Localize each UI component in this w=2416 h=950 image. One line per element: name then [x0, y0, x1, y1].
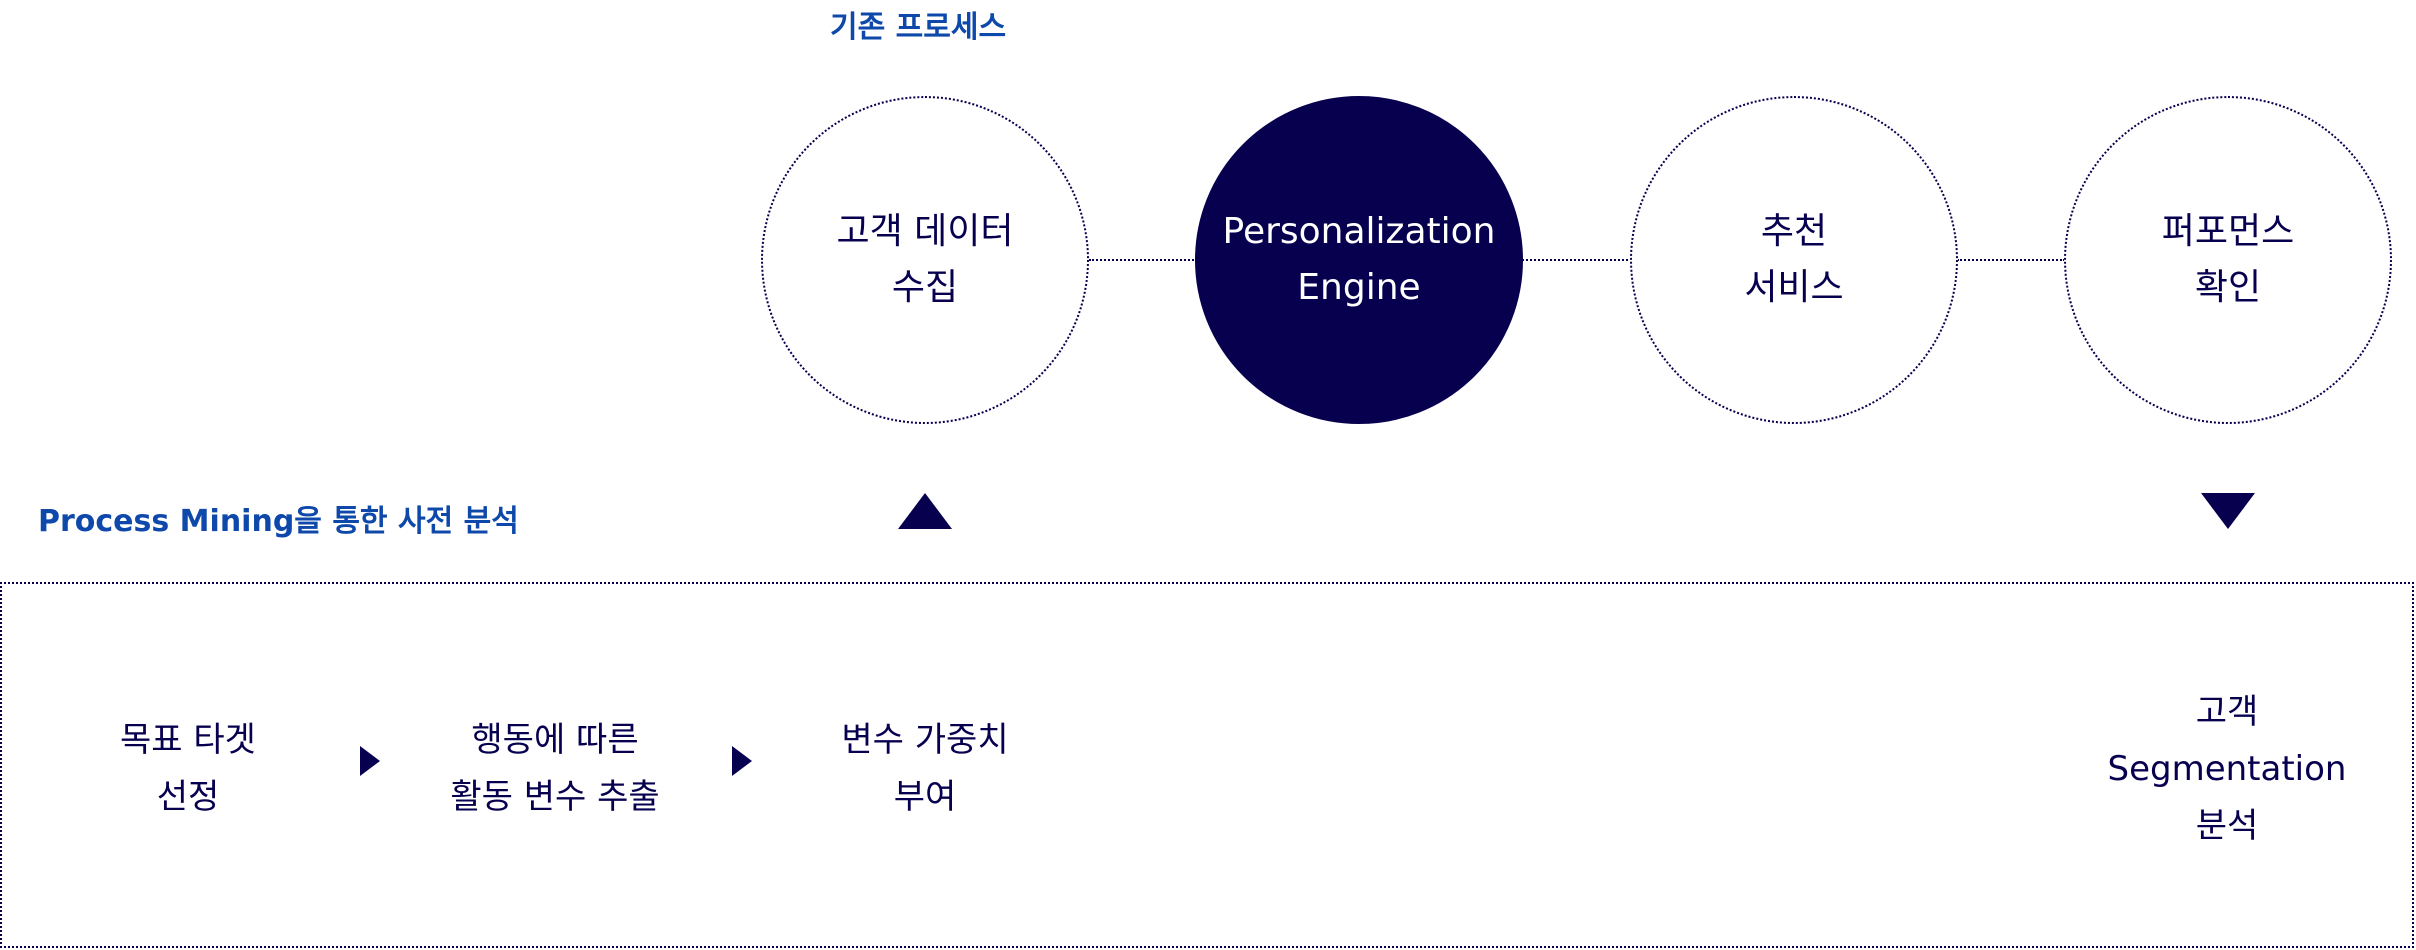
process-mining-title: Process Mining을 통한 사전 분석: [38, 504, 519, 539]
pre-analysis-box: [0, 582, 2414, 948]
step-label: 선정: [156, 777, 220, 817]
connector-line: [1957, 259, 2065, 261]
step-activity-variable-extraction: 행동에 따른 활동 변수 추출: [375, 712, 735, 826]
node-performance-check: 퍼포먼스 확인: [2064, 96, 2392, 424]
step-variable-weighting: 변수 가중치 부여: [745, 712, 1105, 826]
step-label: 행동에 따른: [471, 720, 639, 760]
arrow-right-icon: [732, 746, 752, 776]
step-label: 활동 변수 추출: [450, 777, 660, 817]
step-label: 목표 타겟: [120, 720, 256, 760]
node-label: 퍼포먼스: [2161, 211, 2295, 252]
step-label: 부여: [893, 777, 957, 817]
node-label: 서비스: [1744, 267, 1844, 308]
step-label: 고객: [2195, 692, 2259, 732]
step-target-selection: 목표 타겟 선정: [8, 712, 368, 826]
connector-line: [1522, 259, 1632, 261]
step-customer-segmentation: 고객 Segmentation 분석: [2047, 684, 2407, 855]
step-label: 변수 가중치: [841, 720, 1009, 760]
arrow-right-icon: [360, 746, 380, 776]
node-label: Engine: [1297, 267, 1421, 308]
node-label: Personalization: [1222, 211, 1496, 252]
node-label: 고객 데이터: [836, 211, 1014, 252]
step-label: Segmentation: [2107, 749, 2347, 789]
arrow-down-icon: [2201, 493, 2255, 529]
step-label: 분석: [2195, 806, 2259, 846]
node-label: 수집: [891, 267, 959, 308]
arrow-up-icon: [898, 493, 952, 529]
node-recommendation-service: 추천 서비스: [1630, 96, 1958, 424]
connector-line: [1089, 259, 1197, 261]
node-personalization-engine: Personalization Engine: [1195, 96, 1523, 424]
node-customer-data-collection: 고객 데이터 수집: [761, 96, 1089, 424]
node-label: 확인: [2194, 267, 2262, 308]
node-label: 추천: [1760, 211, 1828, 252]
existing-process-title: 기존 프로세스: [830, 10, 1007, 45]
